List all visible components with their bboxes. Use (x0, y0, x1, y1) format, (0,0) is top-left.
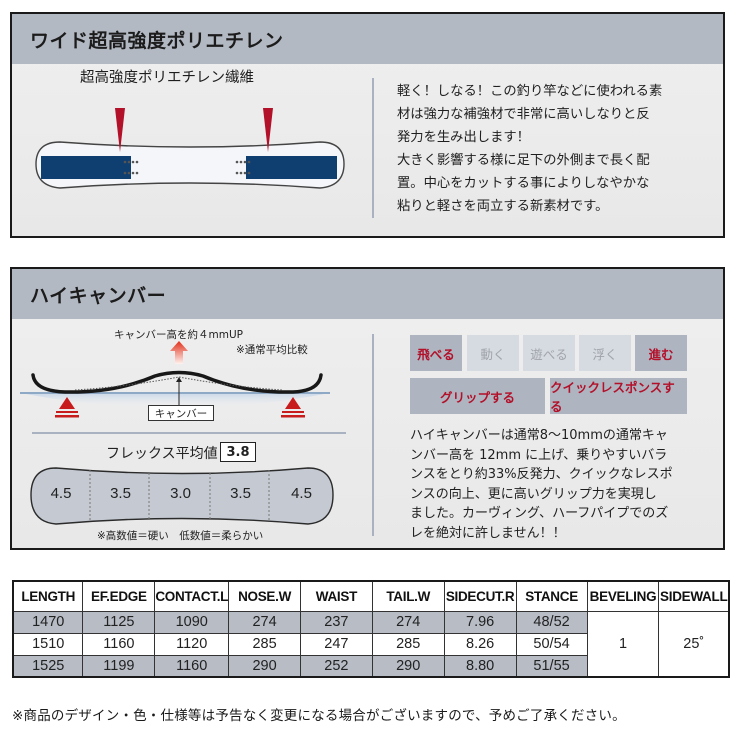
flex-zone-back: 3.5 (230, 485, 251, 502)
flex-zones: 4.5 3.5 3.0 3.5 4.5 (31, 485, 333, 502)
ability-float: 浮く (579, 335, 631, 371)
table-row: 1510 1160 1120 285 247 285 8.26 50/54 (12, 632, 729, 656)
spec-table: LENGTH EF.EDGE CONTACT.L NOSE.W WAIST TA… (12, 580, 730, 678)
board-reinforcement-diagram (35, 108, 345, 189)
flex-note: ※高数値＝硬い 低数値＝柔らかい (97, 530, 264, 542)
table-row: 1470 1125 1090 274 237 274 7.96 48/52 1 … (12, 610, 730, 678)
table-row: 1525 1199 1160 290 252 290 8.80 51/55 (12, 654, 729, 678)
ability-move: 動く (467, 335, 519, 371)
col-waist: WAIST (299, 580, 373, 612)
col-sidecut-r: SIDECUT.R (443, 580, 517, 612)
col-tail-w: TAIL.W (371, 580, 445, 612)
flex-zone-nose: 4.5 (50, 485, 72, 502)
ability-play: 遊べる (523, 335, 575, 371)
sidewall-value: 25˚ (658, 610, 730, 678)
support-left-icon (55, 397, 79, 418)
ability-grip: グリップする (410, 378, 545, 414)
col-contact-l: CONTACT.L (154, 580, 230, 612)
col-beveling: BEVELING (586, 580, 660, 612)
disclaimer-footnote: ※商品のデザイン・色・仕様等は予告なく変更になる場合がございますので、予めご了承… (12, 708, 626, 724)
polyethylene-description: 軽く！しなる！この釣り竿などに使われる素 材は強力な補強材で非常に高いしなりと反… (397, 84, 663, 214)
ability-quick-response: クイックレスポンスする (550, 378, 687, 414)
panel-header: ハイキャンバー (12, 269, 723, 319)
fiber-label: 超高強度ポリエチレン繊維 (80, 70, 254, 86)
high-camber-description: ハイキャンバーは通常8～10mmの通常キャ ンバー高を 12mm に上げ、乗りや… (410, 428, 673, 541)
camber-label-box: キャンバー (148, 405, 214, 421)
divider (372, 334, 374, 536)
flex-zone-center: 3.0 (170, 485, 191, 502)
divider (32, 432, 346, 434)
section-title: ハイキャンバー (30, 284, 167, 307)
flex-zone-front: 3.5 (110, 485, 131, 502)
camber-up-label: キャンバー高を約４mmUP (114, 329, 243, 341)
support-right-icon (281, 397, 305, 418)
marker-right-icon (263, 108, 273, 152)
panel-header: ワイド超高強度ポリエチレン (12, 14, 723, 64)
col-sidewall: SIDEWALL (658, 580, 730, 612)
camber-compare-note: ※通常平均比較 (236, 344, 308, 356)
col-nose-w: NOSE.W (228, 580, 301, 612)
flex-zone-tail: 4.5 (291, 485, 312, 502)
flex-average-value: 3.8 (220, 442, 256, 462)
flex-average-title: フレックス平均値 (106, 446, 218, 462)
col-length: LENGTH (12, 580, 84, 612)
col-ef-edge: EF.EDGE (82, 580, 156, 612)
up-arrow-icon (170, 341, 188, 364)
flex-board-diagram (30, 467, 334, 525)
ability-advance: 進む (635, 335, 687, 371)
divider (372, 78, 374, 218)
ability-fly: 飛べる (410, 335, 462, 371)
beveling-value: 1 (586, 610, 660, 678)
camber-diagram (20, 341, 330, 418)
section-title: ワイド超高強度ポリエチレン (30, 29, 284, 52)
table-header-row: LENGTH EF.EDGE CONTACT.L NOSE.W WAIST TA… (12, 580, 730, 612)
marker-left-icon (115, 108, 125, 152)
polyethylene-panel: ワイド超高強度ポリエチレン (10, 12, 725, 238)
col-stance: STANCE (515, 580, 588, 612)
